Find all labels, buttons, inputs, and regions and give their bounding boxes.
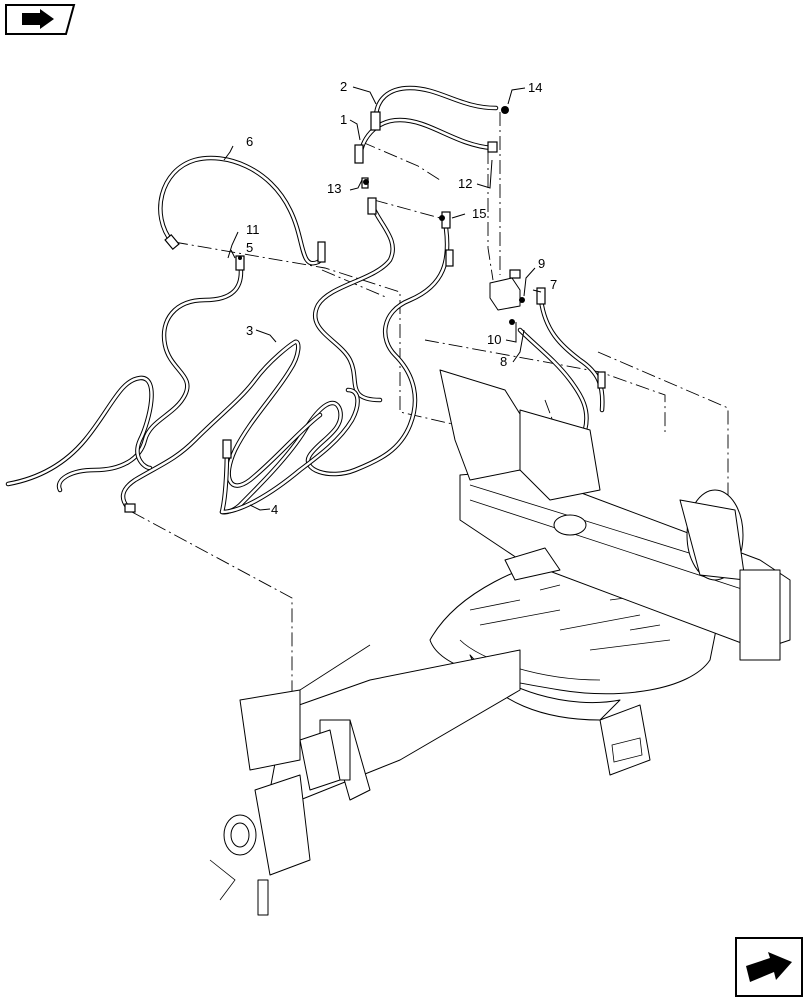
callout-8: 8 bbox=[500, 354, 507, 369]
hose-15 bbox=[219, 177, 454, 515]
fitting-15 bbox=[439, 215, 445, 221]
callout-labels: 2 1 6 11 5 3 4 13 12 15 14 9 7 10 8 bbox=[246, 79, 557, 517]
callout-14: 14 bbox=[528, 80, 542, 95]
callout-3: 3 bbox=[246, 323, 253, 338]
callout-15: 15 bbox=[472, 206, 486, 221]
callout-6: 6 bbox=[246, 134, 253, 149]
callout-9: 9 bbox=[538, 256, 545, 271]
hose-5 bbox=[5, 255, 245, 493]
hose-2 bbox=[370, 85, 499, 131]
fitting-5 bbox=[238, 256, 242, 260]
hose-4 bbox=[219, 387, 360, 515]
back-arrow-icon[interactable] bbox=[5, 4, 76, 35]
hose-1 bbox=[313, 117, 498, 403]
callout-1: 1 bbox=[340, 112, 347, 127]
callout-10: 10 bbox=[487, 332, 501, 347]
callout-4: 4 bbox=[271, 502, 278, 517]
fitting-13 bbox=[363, 179, 369, 185]
forward-arrow-icon[interactable] bbox=[735, 937, 803, 997]
manifold-block bbox=[489, 269, 525, 325]
callout-13: 13 bbox=[327, 181, 341, 196]
machine-frame bbox=[209, 369, 791, 916]
hose-7 bbox=[517, 287, 606, 433]
leader-lines bbox=[223, 86, 542, 511]
callout-7: 7 bbox=[550, 277, 557, 292]
callout-12: 12 bbox=[458, 176, 472, 191]
callout-11: 11 bbox=[246, 222, 260, 237]
callout-5: 5 bbox=[246, 240, 253, 255]
hose-3 bbox=[120, 339, 323, 513]
fitting-14 bbox=[501, 106, 509, 114]
hose-6 bbox=[158, 155, 326, 266]
callout-2: 2 bbox=[340, 79, 347, 94]
